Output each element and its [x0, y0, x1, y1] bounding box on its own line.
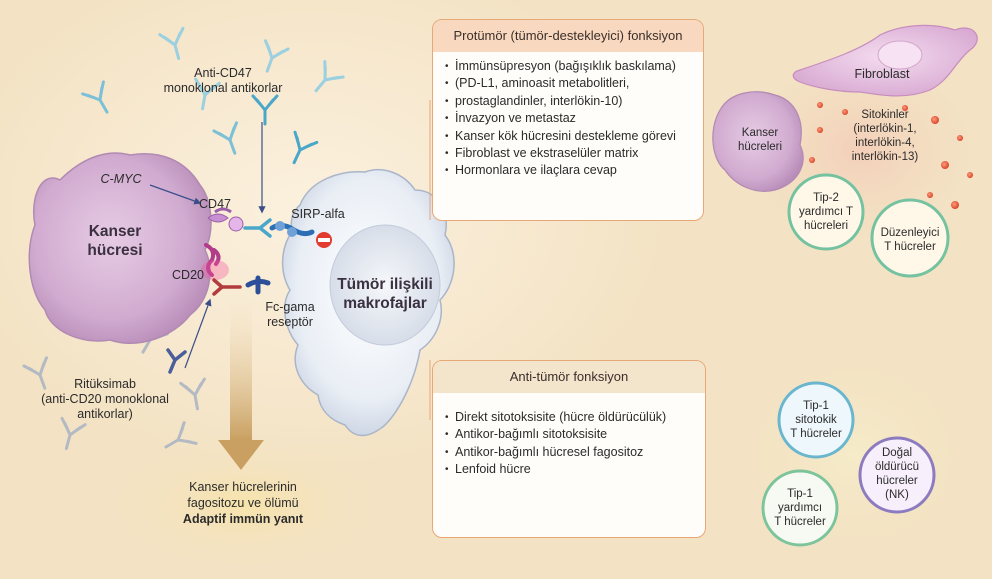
antitumor-item: Direkt sitotoksisite (hücre öldürücülük)	[445, 409, 697, 427]
c-myc-label: C-MYC	[100, 172, 142, 186]
outcome-arrow-head	[218, 440, 264, 470]
th1-cell	[761, 469, 839, 547]
fc-gamma-label: Fc-gama reseptör	[265, 300, 315, 329]
cd47-label: CD47	[199, 197, 231, 211]
antitumor-item: Lenfoid hücre	[445, 461, 697, 479]
nk-cell	[858, 436, 936, 514]
protumor-item: Kanser kök hücresini destekleme görevi	[445, 128, 695, 146]
protumor-title: Protümör (tümör-destekleyici) fonksiyon	[433, 20, 703, 52]
outcome-glow	[95, 435, 395, 575]
fc-gamma-receptor	[245, 275, 271, 295]
treg-label: Düzenleyici T hücreler	[880, 227, 940, 253]
protumor-item: (PD-L1, aminoasit metabolitleri,	[445, 75, 695, 93]
antitumor-list: Direkt sitotoksisite (hücre öldürücülük)…	[433, 393, 705, 479]
th1-label: Tip-1 yardımcı T hücreler	[774, 488, 826, 528]
macrophage-label: Tümör ilişkili makrofajlar	[337, 276, 433, 312]
antitumor-box: Anti-tümör fonksiyon Direkt sitotoksisit…	[432, 360, 706, 538]
outcome-arrow-shaft	[230, 295, 252, 440]
antitumor-item: Antikor-bağımlı hücresel fagositoz	[445, 444, 697, 462]
protumor-list: İmmünsüpresyon (bağışıklık baskılama) (P…	[433, 52, 703, 180]
small-cancer-cell	[712, 91, 804, 192]
inhibition-icon	[316, 232, 332, 248]
cd47-receptor	[207, 207, 244, 232]
protumor-item: Fibroblast ve ekstraselüler matrix	[445, 145, 695, 163]
macrophage-nucleus	[329, 224, 441, 346]
free-antibodies-blue	[81, 26, 345, 165]
antitumor-item: Antikor-bağımlı sitotoksisite	[445, 426, 697, 444]
anti-cd47-label: Anti-CD47 monoklonal antikorlar	[163, 66, 283, 95]
th2-cell	[787, 173, 865, 251]
antitumor-title: Anti-tümör fonksiyon	[433, 361, 705, 393]
tc1-label: Tip-1 sitotokik T hücreler	[790, 400, 842, 440]
sirp-alfa-label: SIRP-alfa	[291, 207, 345, 221]
cd20-label: CD20	[172, 268, 204, 282]
tc1-cell	[777, 381, 855, 459]
arrow-c-myc	[149, 184, 202, 205]
protumor-item: İmmünsüpresyon (bağışıklık baskılama)	[445, 58, 695, 76]
sirp-alfa-receptor	[269, 221, 315, 237]
cd20-receptor	[201, 243, 229, 280]
anti-cd47-bound-antibody	[243, 218, 272, 238]
cancer-cell	[28, 152, 212, 344]
protumor-box: Protümör (tümör-destekleyici) fonksiyon …	[432, 19, 704, 221]
outcome-line-1: Kanser hücrelerinin	[189, 480, 297, 494]
outcome-line-3: Adaptif immün yanıt	[182, 512, 304, 526]
nk-label: Doğal öldürücü hücreler (NK)	[874, 447, 920, 501]
rituximab-bound-antibody	[212, 278, 242, 296]
protumor-item: Hormonlara ve ilaçlara cevap	[445, 162, 695, 180]
small-cancer-cell-label: Kanser hücreleri	[737, 127, 783, 153]
cancer-cell-label: Kanser hücresi	[87, 223, 143, 259]
fibroblast-nucleus	[877, 40, 923, 70]
protumor-item: İnvazyon ve metastaz	[445, 110, 695, 128]
fibroblast-label: Fibroblast	[854, 67, 910, 81]
protumor-item: prostaglandinler, interlökin-10)	[445, 93, 695, 111]
arrow-rituximab	[184, 298, 212, 369]
cytokines-label: Sitokinler (interlökin-1, interlökin-4, …	[851, 109, 919, 163]
rituximab-free-antibody	[166, 348, 187, 374]
treg-cell	[870, 198, 950, 278]
outcome-line-2: fagositozu ve ölümü	[187, 496, 299, 510]
th2-label: Tip-2 yardımcı T hücreleri	[798, 192, 854, 232]
rituximab-label: Ritüksimab (anti-CD20 monoklonal antikor…	[41, 377, 169, 421]
